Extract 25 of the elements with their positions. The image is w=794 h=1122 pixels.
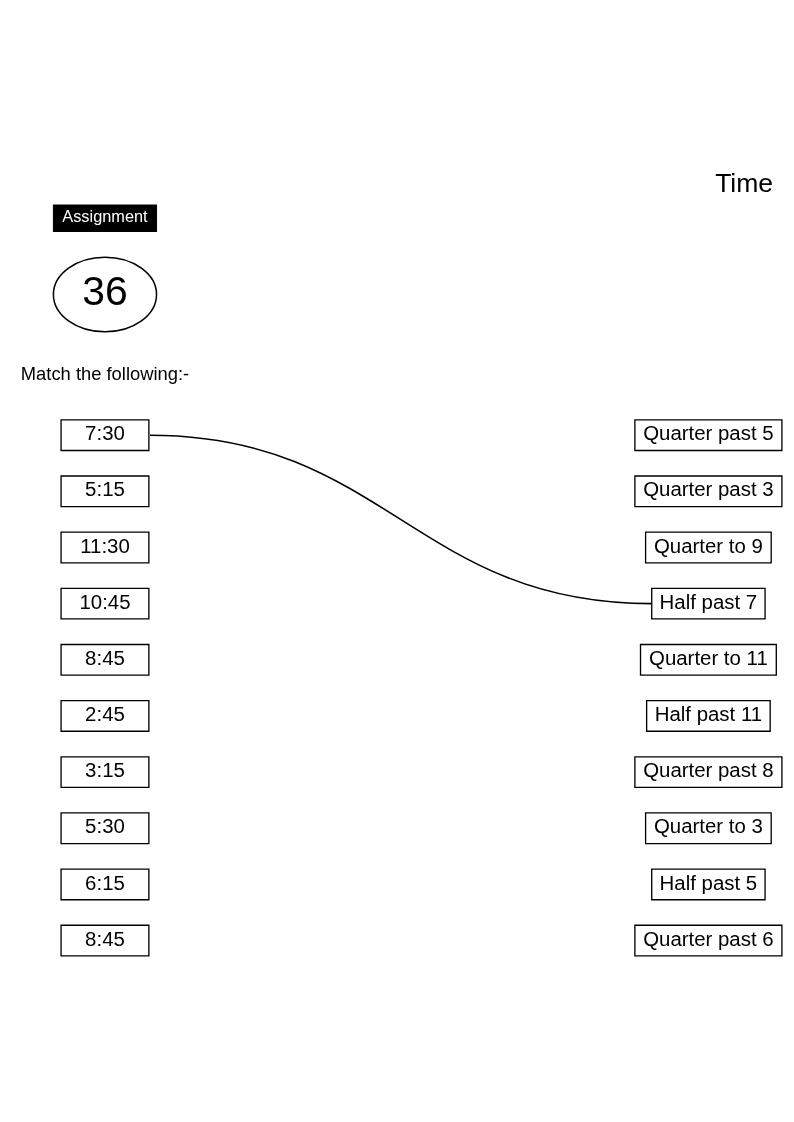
node-box: Quarter to 11 — [639, 643, 777, 676]
node-box: Quarter to 3 — [644, 811, 772, 844]
node-box: Quarter past 8 — [633, 755, 783, 788]
node-box: 6:15 — [59, 867, 150, 900]
node-box: Half past 5 — [650, 867, 766, 900]
node-box: 7:30 — [59, 418, 150, 451]
node-box: 5:30 — [59, 811, 150, 844]
label: Match the following:- — [20, 362, 189, 384]
node-box: 5:15 — [59, 474, 150, 507]
node-box: 8:45 — [59, 924, 150, 957]
diagram-title: Time — [714, 167, 773, 198]
node-box: Assignment — [52, 203, 157, 232]
node-box: 11:30 — [59, 531, 150, 563]
node-box: 10:45 — [59, 587, 150, 620]
node-box: Quarter to 9 — [644, 531, 772, 563]
node-box: Quarter past 6 — [633, 924, 783, 957]
node-box: Half past 7 — [650, 587, 766, 620]
node-box: Quarter past 3 — [633, 474, 783, 507]
node-box: 2:45 — [59, 699, 150, 732]
node-box: Half past 11 — [645, 699, 771, 732]
node-box: 8:45 — [59, 643, 150, 676]
node-box: Quarter past 5 — [633, 418, 783, 451]
node-box: 3:15 — [59, 755, 150, 788]
node-ellipse: 36 — [52, 255, 157, 333]
connector — [148, 433, 652, 604]
